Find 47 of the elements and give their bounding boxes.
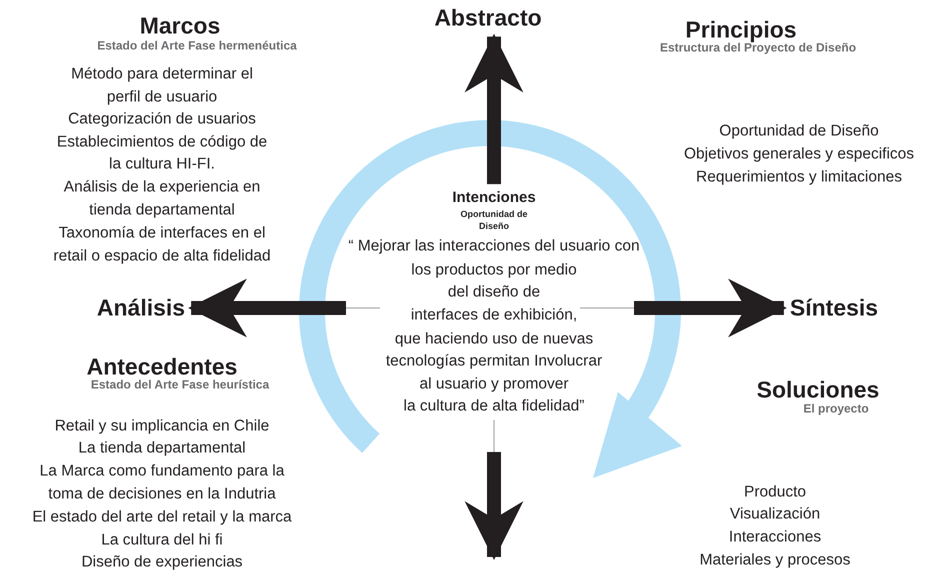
axis-label: Síntesis <box>790 295 878 321</box>
list-item: Retail y su implicancia en Chile <box>54 417 270 435</box>
list-item: retail o espacio de alta fidelidad <box>53 247 271 265</box>
quote-text: que haciendo uso de nuevas <box>394 330 594 348</box>
quote-text: “ Mejorar las interacciones del usuario con <box>348 237 640 255</box>
list-item: Interacciones <box>728 528 822 546</box>
list-item: Visualización <box>730 505 820 523</box>
list-item: Materiales y procesos <box>700 551 850 569</box>
section-subtitle: Estructura del Proyecto de Diseño <box>660 41 856 55</box>
section-heading: Marcos <box>140 13 220 39</box>
list-item: Objetivos generales y especificos <box>684 145 914 163</box>
list-item: Establecimientos de código de <box>56 133 268 151</box>
list-item: Requerimientos y limitaciones <box>696 168 902 186</box>
list-item: La cultura del hi fi <box>101 531 223 549</box>
quote-text: al usuario y promover <box>419 375 569 393</box>
center-heading: Intenciones <box>452 190 536 207</box>
list-item: Diseño de experiencias <box>81 553 243 570</box>
quote-text: tecnologías permitan Involucrar <box>386 352 602 370</box>
quote-text: del diseño de <box>448 283 540 301</box>
list-item: La Marca como fundamento para la <box>40 462 284 480</box>
center-subtitle: Oportunidad de Diseño <box>460 208 528 232</box>
quote-text: los productos por medio <box>411 261 577 279</box>
section-subtitle: Estado del Arte Fase hermenéutica <box>97 39 297 53</box>
section-subtitle: El proyecto <box>803 402 869 416</box>
section-heading: Principios <box>685 17 797 42</box>
list-item: La tienda departamental <box>78 439 246 457</box>
list-item: Taxonomía de interfaces en el <box>58 224 266 242</box>
list-item: Método para determinar el <box>71 65 253 83</box>
direction-arrow <box>464 34 524 184</box>
section-heading: Antecedentes <box>86 354 238 380</box>
quote-text: interfaces de exhibición, <box>410 306 578 324</box>
list-item: tienda departamental <box>89 201 235 219</box>
list-item: El estado del arte del retail y la marca <box>32 508 292 526</box>
section-subtitle: Estado del Arte Fase heurística <box>90 378 270 392</box>
list-item: Oportunidad de Diseño <box>719 122 879 140</box>
list-item: Producto <box>744 483 806 501</box>
list-item: perfil de usuario <box>106 88 218 106</box>
section-heading: Soluciones <box>756 377 880 403</box>
axis-label: Abstracto <box>434 5 542 31</box>
list-item: Análisis de la experiencia en <box>64 178 260 196</box>
list-item: toma de decisiones en la Indutria <box>48 485 276 503</box>
direction-arrow <box>188 278 346 338</box>
quote-text: la cultura de alta fidelidad” <box>404 397 584 415</box>
axis-label: Análisis <box>96 295 186 321</box>
list-item: la cultura HI-FI. <box>109 155 215 173</box>
direction-arrow <box>634 278 787 338</box>
list-item: Categorización de usuarios <box>68 110 256 128</box>
